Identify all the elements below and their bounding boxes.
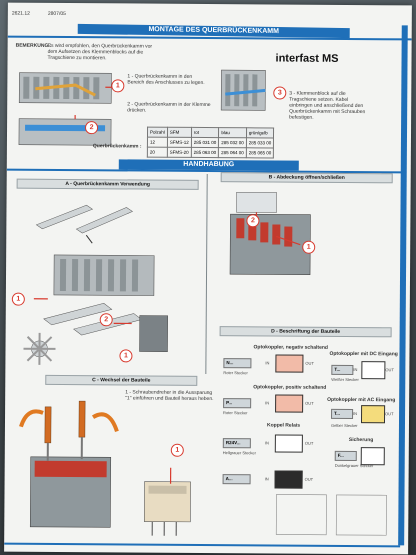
opto-ac-code: T... (331, 408, 354, 420)
relay-symbol (274, 434, 303, 453)
opto-dc-symbol (361, 361, 386, 380)
table-cell: 285 032 00 (218, 137, 247, 148)
table-cell: 285 031 00 (191, 137, 219, 148)
section-c-title: C - Wechsel der Bauteile (45, 374, 198, 386)
doc-code: 2621.12 (11, 10, 30, 17)
callout-c1: 1 (170, 443, 184, 457)
relay-code: R24V... (222, 438, 251, 449)
right-rule (398, 25, 408, 546)
terminal-block-illustration-1 (18, 72, 122, 104)
callout-a2: 2 (99, 313, 113, 327)
a-item-symbol (274, 470, 303, 489)
callout-1: 1 (111, 79, 125, 93)
opto-neg-in: IN (265, 360, 270, 366)
opto-neg-title: Optokoppler, negativ schaltend (253, 344, 329, 351)
opto-dc-out: OUT (385, 367, 394, 373)
step3-text: 3 - Klemmenblock auf die Tragschiene set… (289, 90, 366, 121)
table-header-cell: Polzahl (147, 127, 168, 138)
opto-pos-code: P... (223, 398, 252, 409)
bottom-rule (4, 542, 401, 548)
table-header-cell: blau (218, 127, 247, 138)
opto-neg-symbol (275, 354, 304, 373)
opto-pos-symbol (275, 394, 304, 413)
opto-neg-color: Roter Stecker (223, 370, 248, 376)
table-cell: SFMS-20 (167, 147, 192, 158)
step2-text: 2 - Querbrückenkamm in der Klemme drücke… (127, 101, 211, 114)
relay-title: Koppel Relais (266, 422, 301, 429)
callout-2: 2 (85, 121, 99, 135)
top-rule (7, 35, 412, 41)
section-divider (205, 173, 208, 374)
a-item-code: A... (222, 474, 251, 485)
section-c-text: 1 - Schraubendreher in die Aussparung "1… (125, 389, 214, 403)
opto-ac-color: Gelber Stecker (330, 422, 358, 429)
fuse-color: Dunkelgrauer Stecker (334, 462, 374, 469)
terminal-block-illustration-a (23, 254, 168, 365)
opto-ac-symbol (360, 405, 386, 424)
table-row: 20 SFMS-20 285 063 00 285 064 00 285 065… (147, 147, 274, 158)
callout-b2: 1 (302, 240, 316, 254)
table-header-cell: grün/gelb (246, 127, 274, 138)
terminal-block-outline-illustration (275, 494, 387, 536)
callout-a1: 1 (11, 292, 25, 306)
section-a-title: A - Querbrückenkamm Verwendung (16, 178, 199, 190)
fuse-title: Sicherung (348, 436, 374, 444)
terminal-block-illustration-3 (220, 69, 266, 111)
table-cell: 285 033 00 (246, 137, 274, 148)
table-cell: 285 063 00 (191, 147, 219, 158)
opto-neg-code: N... (223, 358, 252, 369)
table-cell: 285 065 00 (246, 147, 274, 158)
part-number-table: Polzahl SFM rot blau grün/gelb 12 SFMS-1… (147, 127, 275, 159)
relay-color: Hellgrauer Stecker (222, 450, 256, 456)
fuse-code: F... (334, 450, 357, 462)
opto-ac-out: OUT (385, 411, 394, 417)
callout-b1: 2 (246, 214, 260, 228)
a-item-in: IN (264, 476, 269, 482)
opto-ac-title: Optokoppler mit AC Eingang (327, 396, 396, 404)
opto-neg-out: OUT (305, 360, 314, 366)
comb-illustration (35, 204, 133, 244)
opto-pos-color: Roter Stecker (223, 410, 248, 416)
table-cell: SFMS-12 (167, 137, 192, 148)
instruction-sheet: 2621.12 2807/05 MONTAGE DES QUERBRÜCKENK… (4, 2, 412, 555)
terminal-block-illustration-b (229, 191, 311, 276)
table-cell: 285 064 00 (218, 147, 247, 158)
a-item-out: OUT (304, 476, 314, 482)
table-header-cell: rot (191, 127, 219, 138)
section-b-title: B - Abdeckung öffnen/schließen (220, 172, 393, 184)
opto-dc-title: Optokoppler mit DC Eingang (329, 350, 398, 358)
callout-a3: 1 (119, 349, 133, 363)
opto-dc-in: IN (353, 367, 358, 373)
table-row-label: Querbrückenkamm : (92, 143, 142, 150)
relay-in: IN (264, 440, 269, 446)
opto-dc-code: T... (331, 364, 354, 376)
remark-label: BEMERKUNG : (15, 42, 52, 49)
table-cell: 12 (147, 137, 168, 148)
opto-pos-out: OUT (305, 400, 314, 406)
brand-name: interfast MS (275, 52, 339, 65)
callout-3: 3 (273, 86, 287, 100)
opto-dc-color: Weißer Stecker (331, 376, 359, 383)
section-d-title: D - Beschriftung der Bauteile (219, 326, 392, 338)
relay-out: OUT (304, 440, 314, 446)
opto-pos-in: IN (265, 400, 270, 406)
step1-text: 1 - Querbrückenkamm in den Bereich des A… (127, 73, 205, 86)
opto-pos-title: Optokoppler, positiv schaltend (253, 384, 327, 391)
table-header-cell: SFM (167, 127, 192, 138)
remark-text: Es wird empfohlen, den Querbrückenkamm v… (47, 42, 153, 62)
doc-date: 2807/05 (47, 10, 66, 18)
screwdriver-illustration (19, 400, 119, 528)
table-cell: 20 (147, 147, 168, 158)
opto-ac-in: IN (353, 411, 358, 417)
component-illustration (143, 467, 191, 536)
